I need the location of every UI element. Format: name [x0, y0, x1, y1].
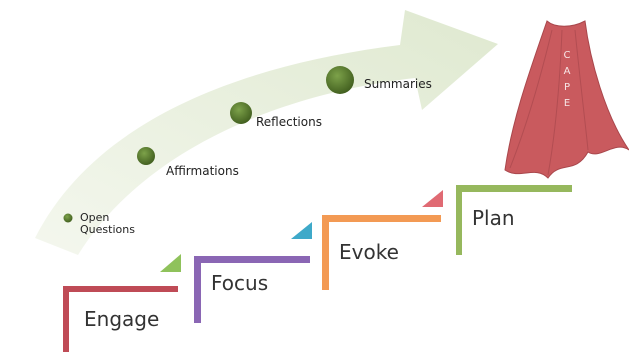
step-label-focus: Focus — [211, 271, 269, 295]
cape-letter-e: E — [563, 98, 571, 109]
cape-letter-a: A — [563, 66, 571, 77]
marker-green — [160, 254, 181, 272]
step-label-engage: Engage — [84, 307, 160, 331]
skill-label-open-questions: Open Questions — [80, 211, 135, 237]
skill-label-reflections: Reflections — [256, 115, 322, 129]
step-label-plan: Plan — [472, 206, 515, 230]
marker-blue — [291, 222, 312, 239]
cape-letters: C A P E — [560, 48, 574, 112]
skill-dot-reflections — [230, 102, 252, 124]
step-plan-shape — [456, 185, 572, 255]
step-label-evoke: Evoke — [339, 240, 399, 264]
cape-shape — [504, 20, 629, 179]
cape-letter-c: C — [563, 50, 571, 61]
cape-letter-p: P — [563, 82, 571, 93]
skill-label-summaries: Summaries — [364, 77, 432, 91]
step-focus-shape — [194, 256, 310, 323]
skill-dot-open-questions — [63, 213, 73, 223]
skill-dot-affirmations — [137, 147, 155, 165]
skill-dot-summaries — [326, 66, 354, 94]
marker-red — [422, 190, 443, 207]
progress-arrow — [35, 10, 498, 255]
skill-label-affirmations: Affirmations — [166, 164, 239, 178]
